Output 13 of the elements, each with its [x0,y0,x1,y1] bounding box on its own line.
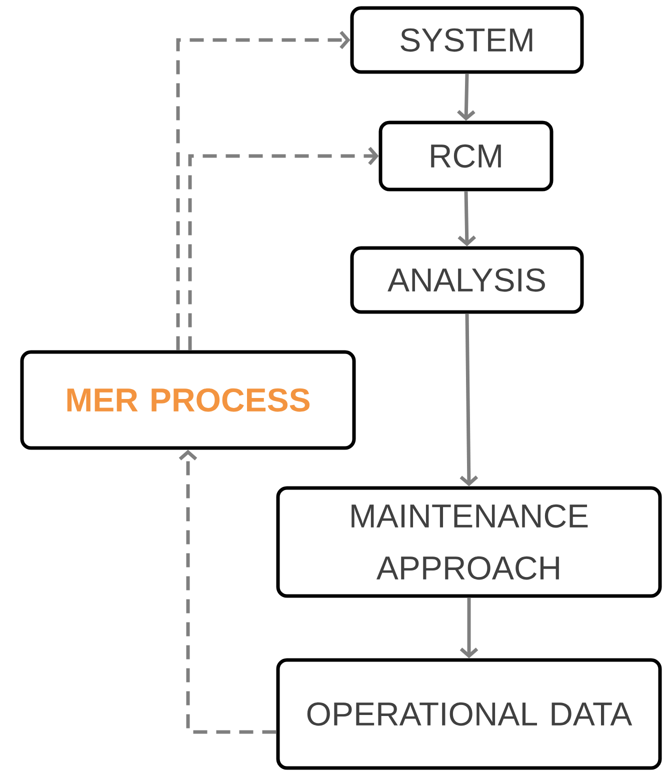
arrow [460,598,478,658]
process-box: OPERATIONAL DATA [276,658,662,770]
process-box: RCM [378,120,554,192]
arrow [460,314,478,486]
process-box: SYSTEM [350,6,584,74]
arrow [188,146,379,350]
arrow [458,191,476,246]
process-box: MER PROCESS [20,350,356,450]
process-box: MAINTENANCE APPROACH [276,486,662,598]
process-box: ANALYSIS [350,246,584,314]
arrow [176,30,350,350]
arrow [457,74,476,121]
arrow [178,450,276,734]
